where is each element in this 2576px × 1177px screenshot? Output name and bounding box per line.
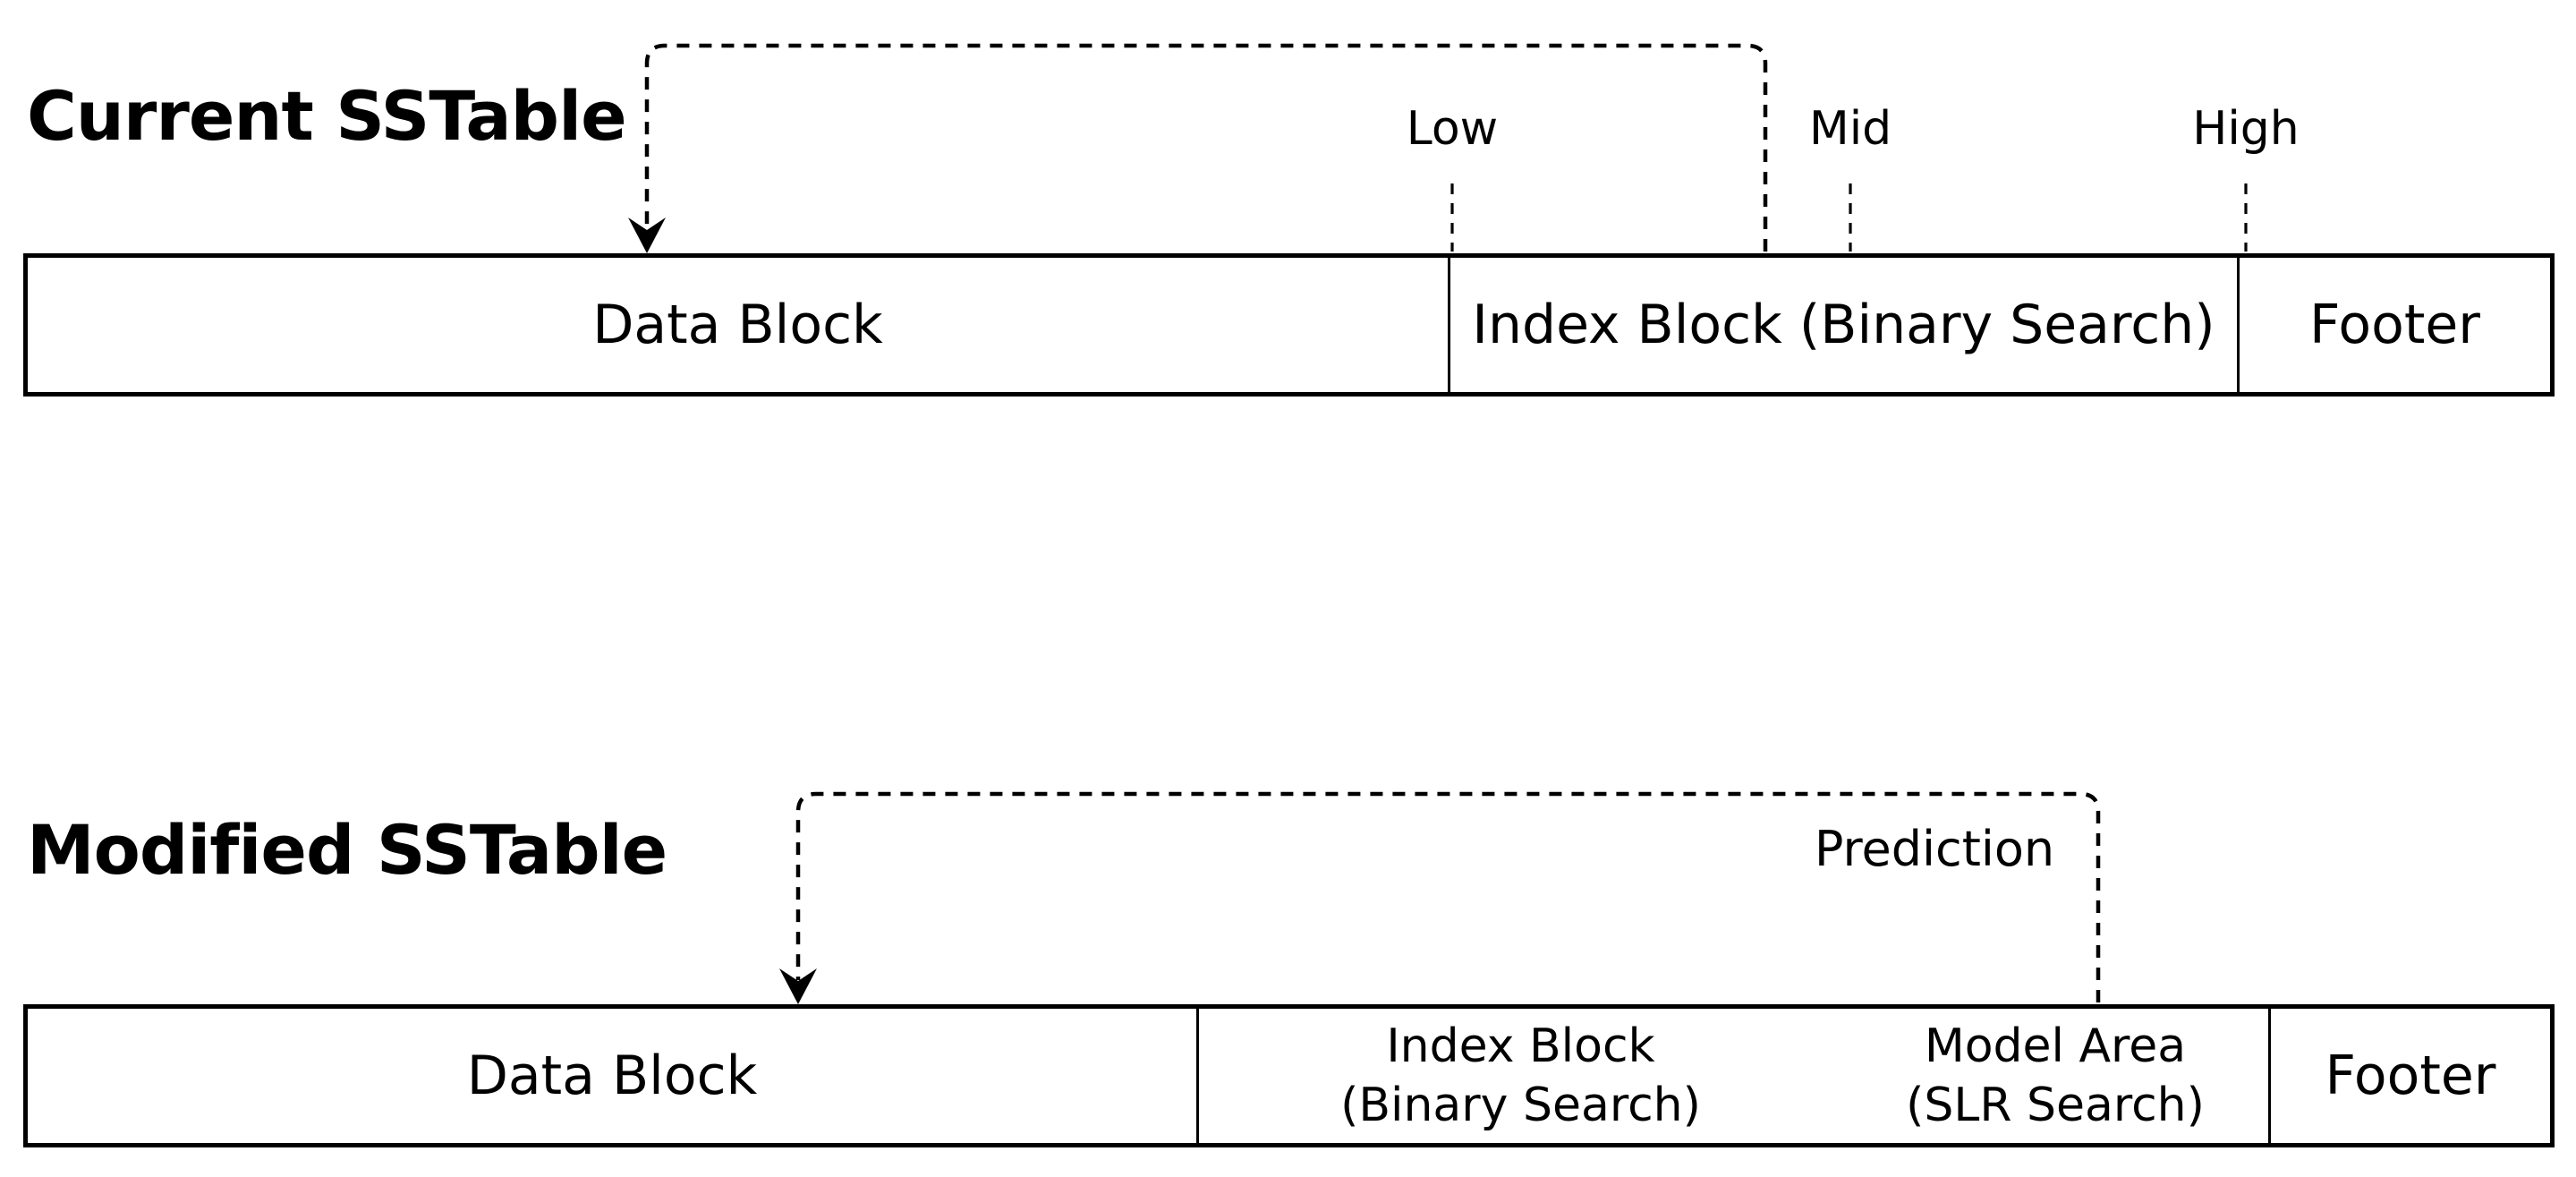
current-arrowhead-icon [628,217,666,253]
modified-footer-block: Footer [2271,1009,2550,1143]
modified-index-block-label: Index Block [1386,1019,1655,1073]
current-data-block-label: Data Block [592,294,883,356]
marker-high: High [2192,102,2300,156]
current-footer-block: Footer [2240,258,2550,392]
modified-index-block: Index Block (Binary Search) [1199,1009,1842,1143]
modified-footer-label: Footer [2325,1045,2496,1107]
modified-model-area-sublabel: (SLR Search) [1906,1079,2205,1132]
marker-mid: Mid [1808,102,1892,156]
modified-data-block-label: Data Block [466,1045,758,1107]
current-sstable-title: Current SSTable [27,76,627,156]
current-index-block-label: Index Block (Binary Search) [1472,294,2215,356]
prediction-label: Prediction [1814,821,2055,877]
current-sstable-box: Data Block Index Block (Binary Search) F… [23,253,2555,397]
current-footer-label: Footer [2309,294,2480,356]
modified-model-area: Model Area (SLR Search) [1842,1009,2271,1143]
current-data-block: Data Block [28,258,1450,392]
modified-index-block-sublabel: (Binary Search) [1340,1079,1701,1132]
modified-sstable-title: Modified SSTable [27,810,667,890]
modified-arrowhead-icon [779,968,817,1004]
marker-low: Low [1406,102,1499,156]
modified-model-area-label: Model Area [1924,1019,2187,1073]
modified-data-block: Data Block [28,1009,1199,1143]
current-pointer-path [644,43,1768,252]
current-index-block: Index Block (Binary Search) [1450,258,2240,392]
modified-sstable-box: Data Block Index Block (Binary Search) M… [23,1004,2555,1147]
